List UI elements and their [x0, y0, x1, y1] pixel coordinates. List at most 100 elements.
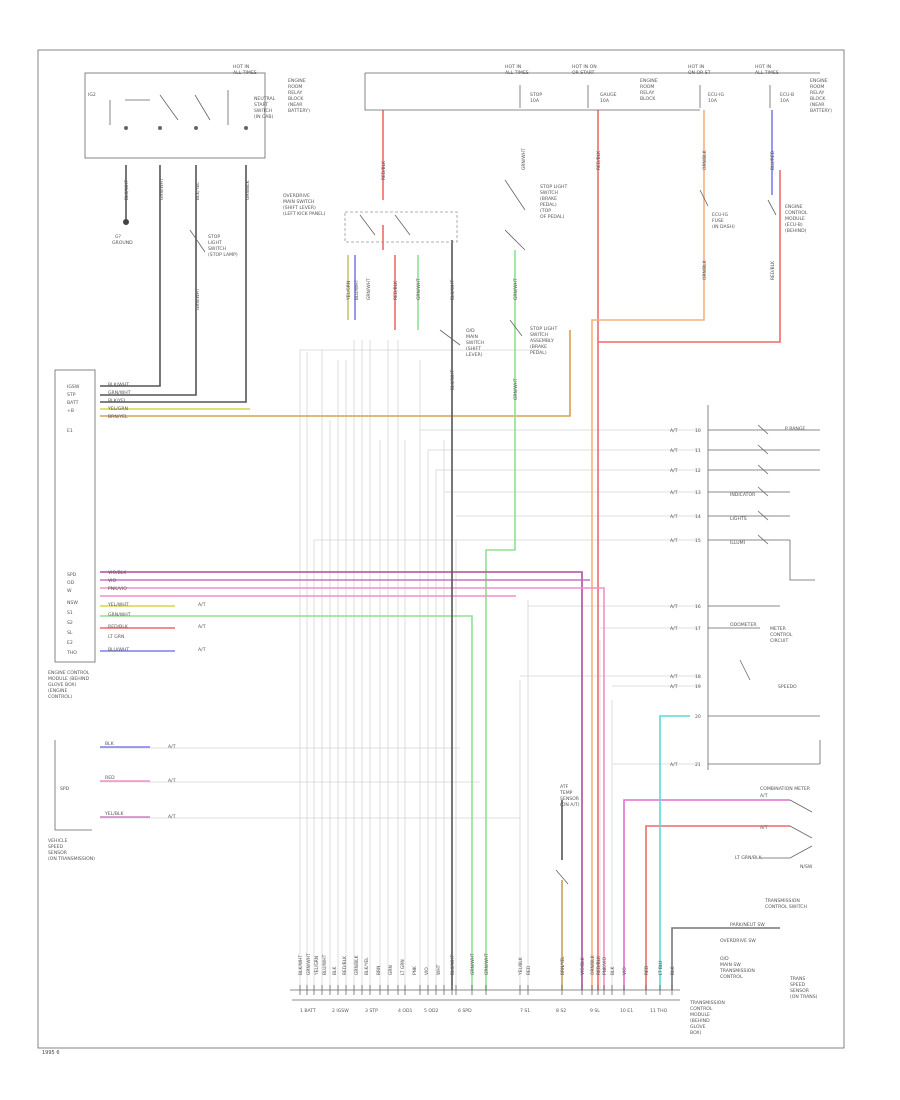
- svg-text:ORN/BLK: ORN/BLK: [590, 955, 596, 975]
- svg-text:SPEEDO: SPEEDO: [778, 684, 797, 690]
- svg-text:LT GRN: LT GRN: [108, 634, 124, 640]
- svg-text:TEMP: TEMP: [559, 790, 573, 796]
- svg-text:HOT IN: HOT IN: [505, 64, 521, 70]
- svg-text:MODULE: MODULE: [690, 1012, 710, 1018]
- svg-text:YEL/GRN: YEL/GRN: [346, 281, 352, 301]
- svg-text:19: 19: [695, 684, 701, 690]
- svg-text:INDICATOR: INDICATOR: [730, 492, 756, 498]
- fuse-block-top: HOT IN ALL TIMES HOT IN ON OR START HOT …: [364, 64, 832, 114]
- svg-text:STOP: STOP: [208, 234, 220, 240]
- svg-text:CONTROL: CONTROL: [770, 632, 793, 638]
- svg-text:VIO/BLK: VIO/BLK: [580, 957, 586, 975]
- svg-text:GRN/WHT: GRN/WHT: [108, 612, 131, 618]
- svg-text:(NEAR: (NEAR: [288, 102, 303, 108]
- transmission-control-switch: A/T A/T LT GRN/BLK N/SW TRANSMISSION CON…: [719, 793, 818, 1000]
- svg-text:5 OD2: 5 OD2: [424, 1008, 439, 1014]
- svg-text:SENSOR: SENSOR: [48, 850, 68, 856]
- svg-text:A/T: A/T: [670, 490, 678, 496]
- svg-text:PEDAL): PEDAL): [530, 350, 547, 356]
- svg-text:YEL/BLK: YEL/BLK: [518, 957, 524, 976]
- svg-text:(NEAR: (NEAR: [810, 102, 825, 108]
- svg-text:RED/BLK: RED/BLK: [108, 624, 129, 630]
- svg-text:YEL/GRN: YEL/GRN: [107, 406, 128, 412]
- svg-text:ENGINE: ENGINE: [288, 78, 306, 84]
- svg-text:SPEED: SPEED: [790, 982, 805, 988]
- svg-text:4 OD1: 4 OD1: [398, 1008, 413, 1014]
- svg-text:10A: 10A: [600, 98, 610, 104]
- svg-text:METER: METER: [770, 626, 787, 632]
- svg-text:TRANSMISSION: TRANSMISSION: [689, 1000, 725, 1006]
- svg-text:CONTROL SWITCH: CONTROL SWITCH: [765, 904, 807, 910]
- svg-text:A/T: A/T: [670, 514, 678, 520]
- svg-text:15: 15: [695, 538, 701, 544]
- svg-text:BOX): BOX): [690, 1030, 702, 1036]
- svg-text:BRN: BRN: [376, 966, 382, 975]
- combination-meter: A/T A/T A/T A/T A/T A/T A/T A/T A/T A/T …: [670, 405, 821, 792]
- svg-text:VIO: VIO: [424, 967, 430, 975]
- svg-text:(BRAKE: (BRAKE: [540, 196, 557, 202]
- svg-text:BLK/WHT: BLK/WHT: [450, 955, 456, 975]
- svg-text:A/T: A/T: [760, 793, 768, 799]
- connector-pins: [299, 985, 673, 995]
- svg-text:RED/BLK: RED/BLK: [596, 956, 602, 975]
- svg-text:MODULE: MODULE: [785, 216, 805, 222]
- svg-text:(BEHIND): (BEHIND): [785, 228, 807, 234]
- svg-text:ASSEMBLY: ASSEMBLY: [530, 338, 554, 344]
- svg-text:BLK/WHT: BLK/WHT: [108, 382, 129, 388]
- svg-text:ROOM: ROOM: [810, 84, 824, 90]
- svg-text:(ENGINE: (ENGINE: [48, 688, 67, 694]
- svg-text:GRN/WHT: GRN/WHT: [521, 148, 527, 170]
- svg-text:(TOP: (TOP: [540, 208, 551, 214]
- svg-text:A/T: A/T: [168, 814, 176, 820]
- svg-text:(BEHIND: (BEHIND: [690, 1018, 710, 1024]
- svg-text:18: 18: [695, 674, 701, 680]
- svg-text:A/T: A/T: [198, 647, 206, 653]
- svg-text:6 SPD: 6 SPD: [458, 1008, 472, 1014]
- svg-text:PEDAL): PEDAL): [540, 202, 557, 208]
- svg-text:BLU/WHT: BLU/WHT: [322, 954, 328, 975]
- svg-text:10: 10: [695, 428, 701, 434]
- svg-text:W: W: [67, 588, 72, 594]
- svg-text:PNK/VIO: PNK/VIO: [108, 586, 127, 592]
- svg-text:SPD: SPD: [60, 786, 70, 792]
- bottom-connector-block: TRANSMISSION CONTROL MODULE (BEHIND GLOV…: [290, 989, 725, 1036]
- svg-text:7 S1: 7 S1: [520, 1008, 530, 1014]
- svg-text:A/T: A/T: [670, 626, 678, 632]
- svg-text:CONTROL): CONTROL): [48, 694, 72, 700]
- svg-text:BLOCK: BLOCK: [810, 96, 826, 102]
- svg-text:OF PEDAL): OF PEDAL): [540, 214, 565, 220]
- svg-text:ILLUMI: ILLUMI: [730, 540, 745, 546]
- svg-text:ROOM: ROOM: [640, 84, 654, 90]
- svg-text:A/T: A/T: [670, 762, 678, 768]
- svg-text:GRN/BLK: GRN/BLK: [354, 955, 360, 975]
- svg-text:NEUTRAL: NEUTRAL: [254, 96, 276, 102]
- svg-text:SL: SL: [67, 630, 73, 636]
- svg-text:BLK/YEL: BLK/YEL: [108, 398, 127, 404]
- svg-text:VIO/BLK: VIO/BLK: [108, 570, 127, 576]
- svg-text:21: 21: [695, 762, 701, 768]
- svg-text:PARK/NEUT SW: PARK/NEUT SW: [730, 922, 765, 928]
- svg-text:10A: 10A: [708, 98, 718, 104]
- svg-text:11: 11: [695, 448, 701, 454]
- svg-text:IG2: IG2: [88, 92, 96, 98]
- svg-text:OVERDRIVE SW: OVERDRIVE SW: [720, 938, 756, 944]
- svg-text:BATT: BATT: [67, 400, 79, 406]
- svg-text:GRN/WHT: GRN/WHT: [306, 953, 312, 975]
- svg-text:(IN DASH): (IN DASH): [712, 224, 735, 230]
- svg-text:(ON TRANS): (ON TRANS): [790, 994, 818, 1000]
- svg-text:BLK/WHT: BLK/WHT: [298, 955, 304, 975]
- svg-text:BLU/WHT: BLU/WHT: [354, 279, 360, 300]
- svg-text:THO: THO: [66, 650, 77, 656]
- svg-text:A/T: A/T: [168, 744, 176, 750]
- svg-text:SPEED: SPEED: [48, 844, 63, 850]
- svg-text:BLOCK: BLOCK: [640, 96, 656, 102]
- svg-text:GLOVE: GLOVE: [690, 1024, 706, 1030]
- svg-text:20: 20: [695, 714, 701, 720]
- svg-text:VIO: VIO: [108, 578, 116, 584]
- svg-text:BLK: BLK: [332, 967, 338, 975]
- svg-text:A/T: A/T: [670, 448, 678, 454]
- svg-text:BATTERY): BATTERY): [288, 108, 310, 114]
- svg-text:HOT IN ON: HOT IN ON: [572, 64, 597, 70]
- svg-text:BLU/RED: BLU/RED: [770, 150, 776, 170]
- svg-text:RED/BLK: RED/BLK: [596, 151, 602, 170]
